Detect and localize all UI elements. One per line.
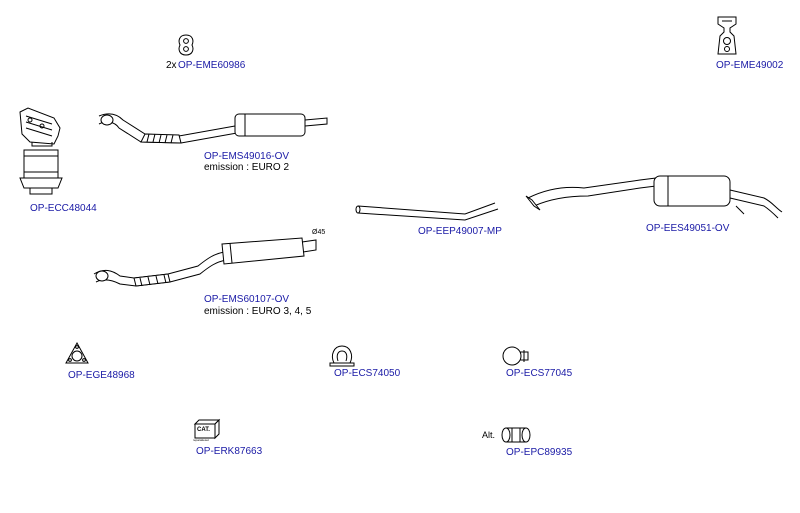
part-code-eep49007[interactable]: OP-EEP49007-MP: [418, 226, 502, 237]
part-code-ems49016[interactable]: OP-EMS49016-OV: [204, 151, 290, 162]
emission-note: emission : EURO 3, 4, 5: [204, 306, 312, 317]
cat-badge-subtitle: reparatieset: [193, 438, 209, 442]
alternative-label: Alt.: [482, 430, 496, 440]
part-code-ecc48044[interactable]: OP-ECC48044: [30, 203, 97, 214]
part-code-ems60107[interactable]: OP-EMS60107-OV: [204, 294, 290, 305]
mounting-bracket-icon[interactable]: [712, 14, 742, 58]
part-code-ege48968[interactable]: OP-EGE48968: [68, 370, 135, 381]
emission-note: emission : EURO 2: [204, 162, 290, 173]
pipe-clamp-icon[interactable]: [500, 344, 532, 368]
part-code-erk87663[interactable]: OP-ERK87663: [196, 446, 263, 457]
pipe-connector-icon[interactable]: [500, 424, 532, 446]
part-code-ecs74050[interactable]: OP-ECS74050: [334, 368, 401, 379]
part-code-ees49051[interactable]: OP-EES49051-OV: [646, 223, 730, 234]
cat-repair-kit-icon[interactable]: CAT. reparatieset: [193, 418, 221, 442]
intermediate-pipe-icon[interactable]: [355, 200, 500, 226]
catalytic-converter-manifold-icon[interactable]: [14, 106, 66, 200]
cat-badge: CAT.: [197, 427, 210, 433]
clamp-icon[interactable]: [328, 343, 356, 367]
part-code-ecs77045[interactable]: OP-ECS77045: [506, 368, 573, 379]
rubber-hanger-icon[interactable]: [176, 33, 196, 57]
part-quantity: 2x: [166, 60, 177, 71]
gasket-icon[interactable]: [64, 341, 90, 367]
rear-silencer-icon[interactable]: [520, 168, 790, 223]
part-code-epc89935[interactable]: OP-EPC89935: [506, 447, 573, 458]
pipe-diameter-label: Ø45: [312, 229, 326, 236]
front-pipe-middle-silencer-icon[interactable]: [95, 108, 330, 150]
front-pipe-middle-silencer-icon[interactable]: [90, 234, 322, 294]
part-code-eme60986[interactable]: OP-EME60986: [178, 60, 246, 71]
part-code-eme49002[interactable]: OP-EME49002: [716, 60, 784, 71]
